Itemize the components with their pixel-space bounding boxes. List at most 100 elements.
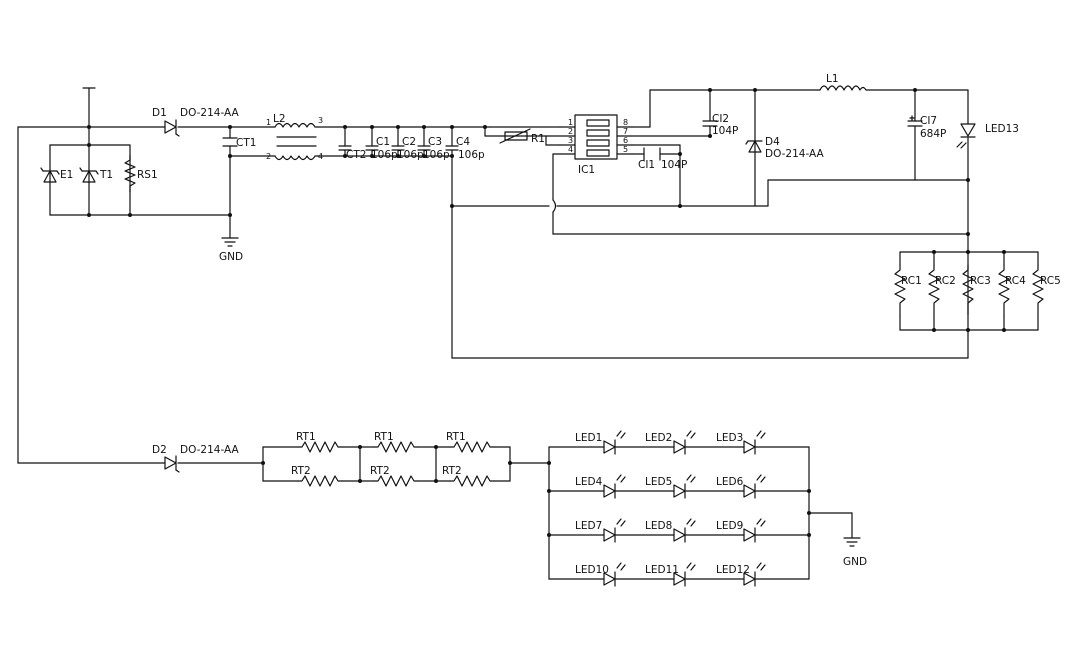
label-ic1: IC1	[578, 164, 595, 176]
label-led9: LED9	[716, 520, 743, 532]
inductor-l1	[819, 85, 867, 91]
led10	[603, 562, 626, 587]
resistor-rt1-c	[449, 441, 495, 453]
resistor-rt2-b	[373, 475, 419, 487]
label-c17-value: 684P	[920, 128, 946, 140]
led9	[743, 518, 766, 543]
ground-symbol-top	[221, 237, 239, 247]
label-led7: LED7	[575, 520, 602, 532]
label-led3: LED3	[716, 432, 743, 444]
label-led13: LED13	[985, 123, 1019, 135]
led3	[743, 430, 766, 455]
resistor-rc2	[928, 264, 940, 316]
diode-d2	[164, 455, 180, 473]
label-d4-package: DO-214-AA	[765, 148, 825, 160]
inductor-l2	[274, 122, 319, 161]
junction-dots	[87, 88, 1006, 537]
resistor-rt2-c	[449, 475, 495, 487]
label-ic1-pin6: 6	[623, 136, 628, 145]
led5	[673, 474, 696, 499]
capacitor-c4	[445, 145, 459, 151]
diode-d4	[745, 140, 763, 153]
label-d2: D2	[152, 444, 167, 456]
label-ct1: CT1	[236, 137, 256, 149]
label-d2-package: DO-214-AA	[180, 444, 240, 456]
label-c2-value: 106p	[397, 149, 424, 161]
resistor-rc1	[894, 264, 906, 316]
resistor-rc4	[998, 264, 1010, 316]
label-ic1-pin4: 4	[568, 145, 573, 154]
label-t1: T1	[99, 169, 113, 181]
label-rc3: RC3	[970, 275, 991, 287]
label-c1-value: 106p	[371, 149, 398, 161]
label-rc2: RC2	[935, 275, 956, 287]
label-led8: LED8	[645, 520, 672, 532]
led7	[603, 518, 626, 543]
label-c17: CI7	[920, 115, 937, 127]
label-l2: L2	[273, 113, 286, 125]
capacitor-c1	[365, 145, 379, 151]
capacitor-ct2	[338, 145, 352, 151]
label-ct2: CT2	[346, 149, 366, 161]
label-gnd-bottom: GND	[843, 556, 867, 568]
capacitor-c11	[643, 147, 661, 161]
resistor-rt1-b	[373, 441, 419, 453]
label-c4: C4	[456, 136, 470, 148]
led13	[956, 123, 976, 149]
resistor-rc3	[962, 264, 974, 316]
diode-e1	[40, 167, 60, 183]
label-d4: D4	[765, 136, 780, 148]
label-e1: E1	[60, 169, 73, 181]
label-l2-pin3: 3	[318, 116, 323, 125]
diode-d1	[164, 119, 180, 137]
label-rc1: RC1	[901, 275, 922, 287]
label-rs1: RS1	[137, 169, 158, 181]
label-c3: C3	[428, 136, 442, 148]
label-r1: R1	[531, 133, 545, 145]
label-led10: LED10	[575, 564, 609, 576]
label-c11-value: 104P	[661, 159, 687, 171]
label-c3-value: 106p	[423, 149, 450, 161]
ground-symbol-bottom	[843, 537, 861, 547]
led11	[673, 562, 696, 587]
label-l2-pin1: 1	[266, 118, 271, 127]
diode-t1	[79, 167, 99, 183]
label-led4: LED4	[575, 476, 603, 488]
label-led6: LED6	[716, 476, 744, 488]
label-rt1-b: RT1	[374, 431, 394, 443]
label-ic1-pin2: 2	[568, 127, 573, 136]
label-ic1-pin5: 5	[623, 145, 628, 154]
label-rc5: RC5	[1040, 275, 1061, 287]
label-c12: CI2	[712, 113, 729, 125]
resistor-r1	[499, 128, 531, 144]
capacitor-c3	[417, 145, 431, 151]
component-labels: D1 DO-214-AA E1 T1 RS1 CT1 GND L2 1 2 3 …	[60, 73, 1061, 576]
label-rt2-c: RT2	[442, 465, 462, 477]
label-ic1-pin8: 8	[623, 118, 628, 127]
label-l2-pin4: 4	[318, 152, 323, 161]
label-rc4: RC4	[1005, 275, 1026, 287]
led4	[603, 474, 626, 499]
led12	[743, 562, 766, 587]
led-rows	[548, 446, 810, 580]
led8	[673, 518, 696, 543]
label-d1: D1	[152, 107, 167, 119]
label-d1-package: DO-214-AA	[180, 107, 240, 119]
label-ic1-pin3: 3	[568, 136, 573, 145]
label-c2: C2	[402, 136, 416, 148]
label-ic1-pin7: 7	[623, 127, 628, 136]
label-c1: C1	[376, 136, 390, 148]
resistor-rt2-a	[297, 475, 343, 487]
led2	[673, 430, 696, 455]
label-rt2-b: RT2	[370, 465, 390, 477]
capacitor-c17	[907, 115, 923, 127]
capacitor-c2	[391, 145, 405, 151]
label-c12-value: 104P	[712, 125, 738, 137]
label-led12: LED12	[716, 564, 750, 576]
label-led5: LED5	[645, 476, 672, 488]
label-led1: LED1	[575, 432, 602, 444]
label-ic1-pin1: 1	[568, 118, 573, 127]
wires	[17, 87, 1039, 580]
led6	[743, 474, 766, 499]
